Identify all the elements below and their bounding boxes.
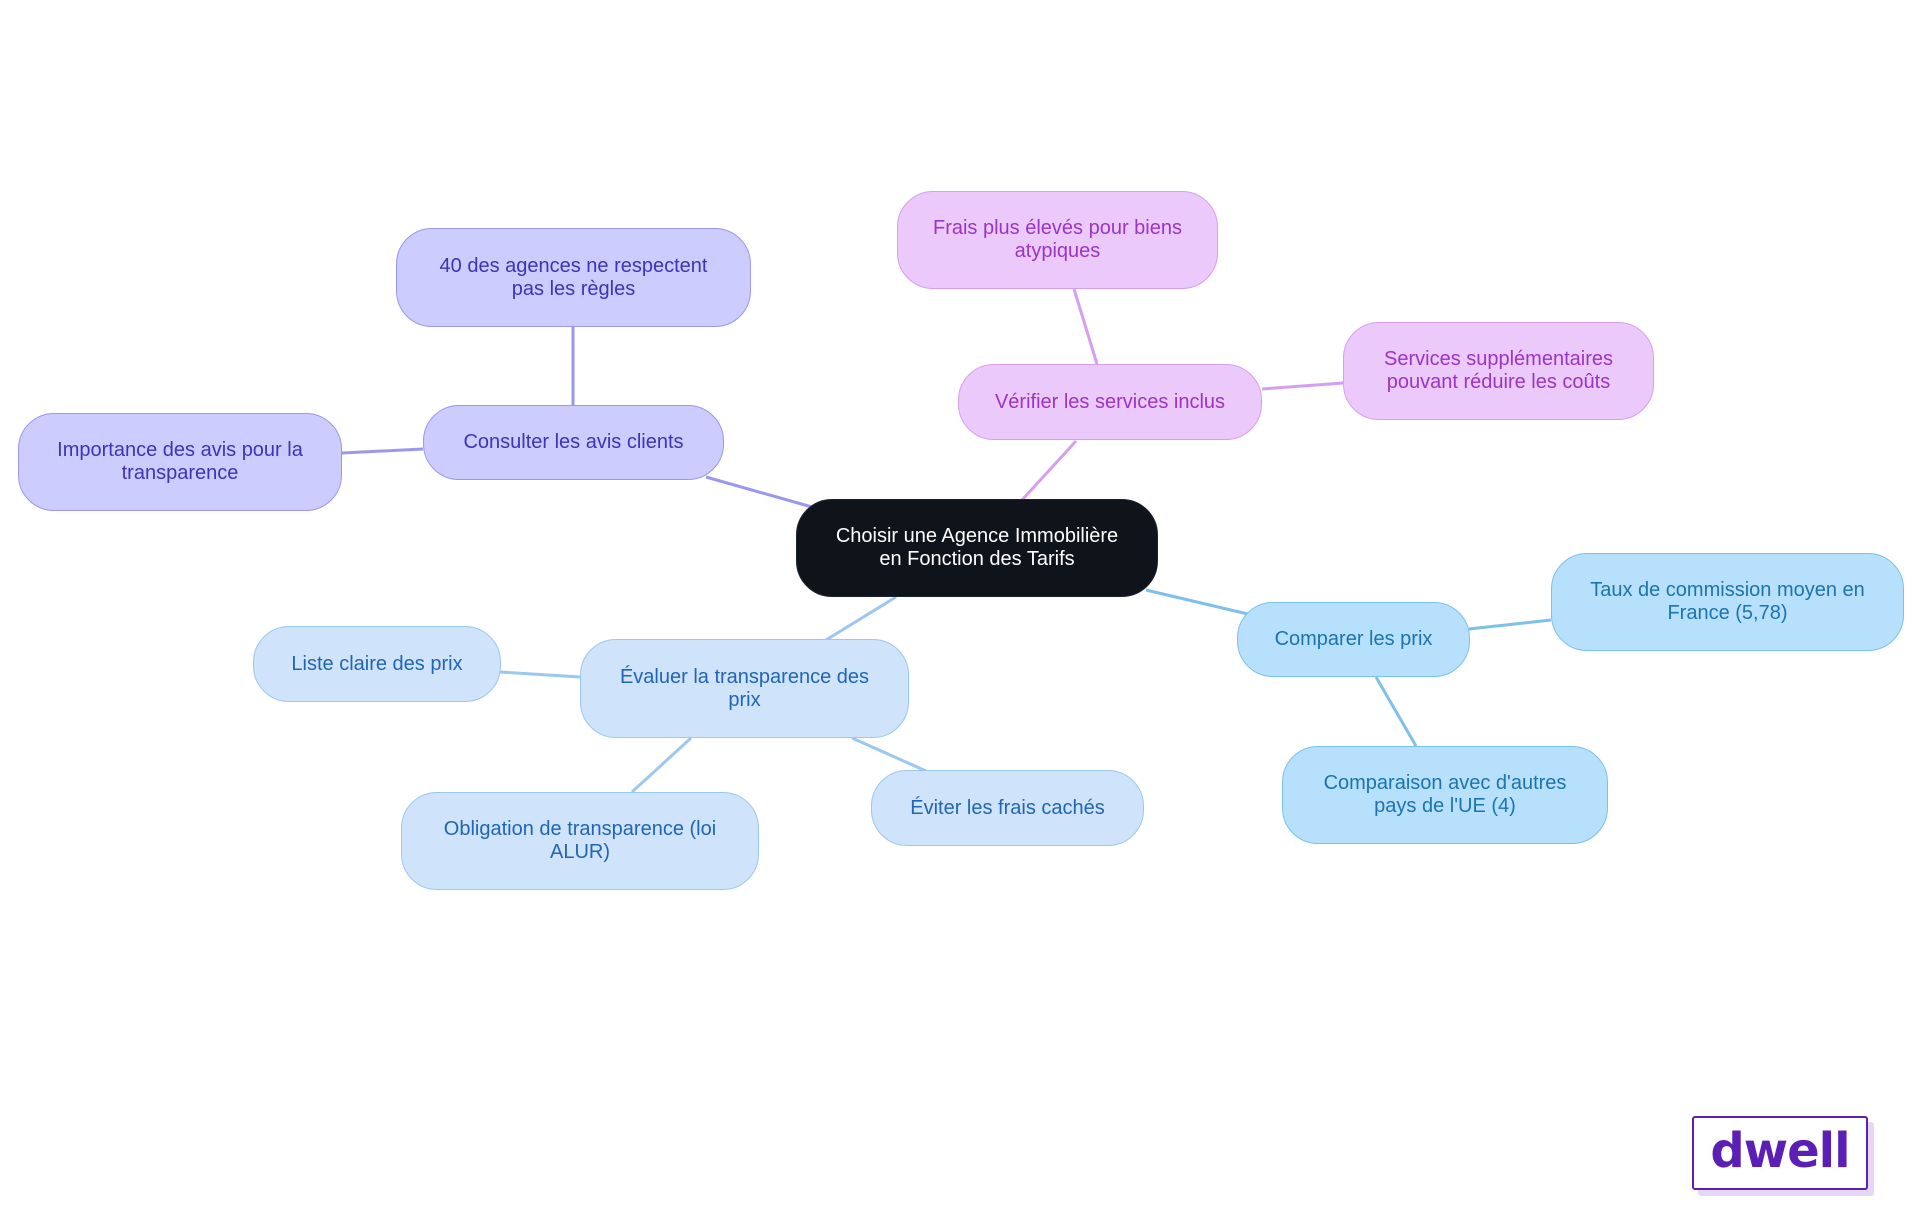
leaf-node-extra-services[interactable]: Services supplémentaires pouvant réduire… — [1343, 322, 1654, 420]
branch-node-reviews[interactable]: Consulter les avis clients — [423, 405, 724, 480]
central-node[interactable]: Choisir une Agence Immobilière en Foncti… — [796, 499, 1158, 597]
edge-transparency-alur — [630, 736, 693, 794]
branch-node-services[interactable]: Vérifier les services inclus — [958, 364, 1262, 440]
leaf-node-eu-comparison[interactable]: Comparaison avec d'autres pays de l'UE (… — [1282, 746, 1608, 844]
edge-services-extra — [1261, 381, 1344, 391]
leaf-node-alur-law[interactable]: Obligation de transparence (loi ALUR) — [401, 792, 759, 890]
edge-services-fees — [1072, 288, 1099, 365]
edge-central-services — [1020, 439, 1078, 502]
dwell-logo-text: dwell — [1710, 1123, 1850, 1179]
leaf-node-rules[interactable]: 40 des agences ne respectent pas les règ… — [396, 228, 751, 327]
branch-node-transparency[interactable]: Évaluer la transparence des prix — [580, 639, 909, 738]
edge-central-transparency — [825, 595, 897, 642]
edge-transparency-list — [499, 670, 581, 679]
leaf-node-reviews-importance[interactable]: Importance des avis pour la transparence — [18, 413, 342, 511]
leaf-node-price-list[interactable]: Liste claire des prix — [253, 626, 501, 702]
edge-compare-eu — [1374, 676, 1418, 747]
edge-reviews-importance — [341, 447, 424, 455]
edge-compare-rate — [1468, 618, 1552, 631]
dwell-logo: dwell — [1692, 1116, 1868, 1190]
edge-central-compare — [1145, 588, 1253, 617]
leaf-node-hidden-fees[interactable]: Éviter les frais cachés — [871, 770, 1144, 846]
edge-transparency-hidden — [851, 736, 927, 773]
leaf-node-commission-rate[interactable]: Taux de commission moyen en France (5,78… — [1551, 553, 1904, 651]
leaf-node-atypical-fees[interactable]: Frais plus élevés pour biens atypiques — [897, 191, 1218, 289]
branch-node-compare[interactable]: Comparer les prix — [1237, 602, 1470, 677]
edge-central-reviews — [705, 475, 813, 509]
